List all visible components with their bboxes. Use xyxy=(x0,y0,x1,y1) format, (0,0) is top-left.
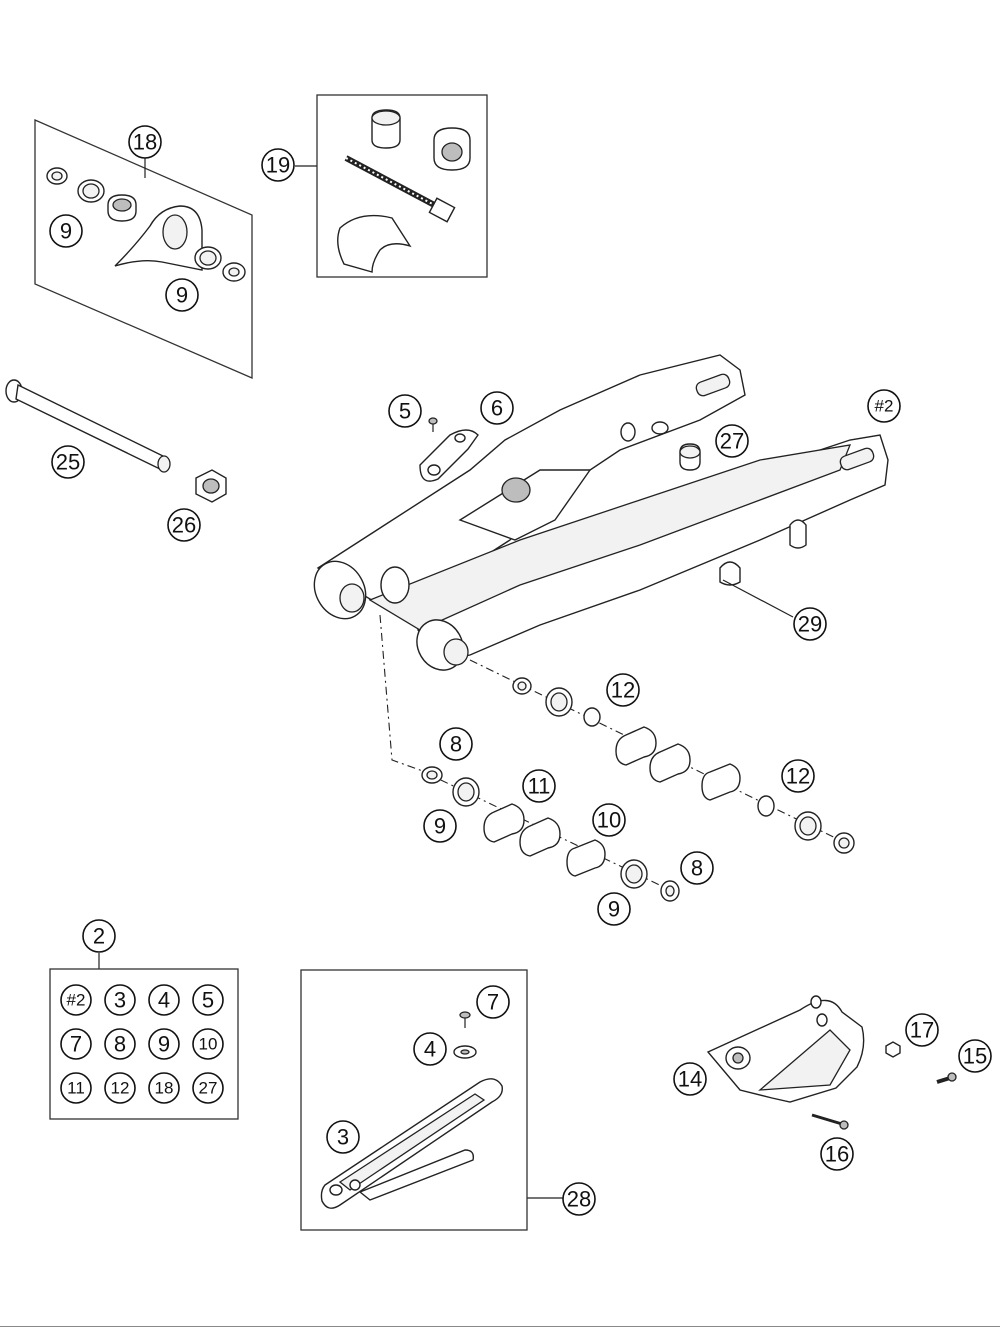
kit-2-item-11: 11 xyxy=(60,1072,92,1104)
callout-14: 14 xyxy=(673,1062,707,1096)
callout-9-kit18-lower: 9 xyxy=(165,278,199,312)
svg-text:3: 3 xyxy=(114,988,126,1013)
callout-11: 11 xyxy=(522,769,556,803)
kit-2-item-27: 27 xyxy=(192,1072,224,1104)
svg-text:10: 10 xyxy=(597,808,621,833)
kit-2-item-9: 9 xyxy=(148,1028,180,1060)
svg-text:18: 18 xyxy=(155,1079,174,1098)
svg-text:12: 12 xyxy=(111,1079,130,1098)
svg-text:8: 8 xyxy=(691,856,703,881)
svg-text:16: 16 xyxy=(825,1142,849,1167)
svg-text:17: 17 xyxy=(910,1018,934,1043)
kit-19-frame xyxy=(316,94,488,278)
svg-text:27: 27 xyxy=(720,429,744,454)
svg-text:14: 14 xyxy=(678,1067,702,1092)
left-bearing-stack xyxy=(421,766,680,902)
svg-text:26: 26 xyxy=(172,513,196,538)
svg-text:#2: #2 xyxy=(875,397,894,416)
svg-text:8: 8 xyxy=(114,1032,126,1057)
svg-text:15: 15 xyxy=(963,1044,987,1069)
callout-12-upper: 12 xyxy=(606,673,640,707)
svg-text:28: 28 xyxy=(567,1187,591,1212)
svg-text:10: 10 xyxy=(199,1035,218,1054)
kit-18-parts xyxy=(46,167,246,282)
callout-18: 18 xyxy=(128,125,162,159)
svg-text:9: 9 xyxy=(434,814,446,839)
callout-17: 17 xyxy=(905,1013,939,1047)
callout-8-upper: 8 xyxy=(439,727,473,761)
svg-text:11: 11 xyxy=(67,1079,85,1098)
kit-2-item-8: 8 xyxy=(104,1028,136,1060)
callout-29: 29 xyxy=(793,607,827,641)
callout-12-lower: 12 xyxy=(781,759,815,793)
kit-2-item-hash2: #2 xyxy=(60,984,92,1016)
kit-2-item-10: 10 xyxy=(192,1028,224,1060)
svg-text:11: 11 xyxy=(528,774,551,799)
svg-text:3: 3 xyxy=(337,1125,349,1150)
slider-screw-and-washer xyxy=(453,1011,477,1059)
svg-text:8: 8 xyxy=(450,732,462,757)
callout-9-left-upper: 9 xyxy=(423,809,457,843)
svg-text:9: 9 xyxy=(60,219,72,244)
svg-text:27: 27 xyxy=(199,1079,218,1098)
kit-19-parts xyxy=(337,109,471,273)
svg-text:4: 4 xyxy=(158,988,170,1013)
svg-text:5: 5 xyxy=(202,988,214,1013)
chain-guide-hardware xyxy=(811,1041,957,1130)
callout-16: 16 xyxy=(820,1137,854,1171)
kit-2-contents-grid: #2 3 4 5 7 8 9 10 11 12 18 27 xyxy=(60,984,224,1104)
callout-27-swingarm: 27 xyxy=(715,424,749,458)
callout-2: 2 xyxy=(82,919,116,953)
callout-4: 4 xyxy=(413,1032,447,1066)
svg-text:12: 12 xyxy=(611,678,635,703)
svg-text:4: 4 xyxy=(424,1037,436,1062)
bushing-27 xyxy=(679,443,701,471)
callout-3: 3 xyxy=(326,1120,360,1154)
swingarm-pivot-axle xyxy=(5,379,171,473)
kit-2-item-3: 3 xyxy=(104,984,136,1016)
svg-text:7: 7 xyxy=(487,990,499,1015)
callout-swingarm-2: #2 xyxy=(867,389,901,423)
svg-text:19: 19 xyxy=(266,153,290,178)
kit-2-item-4: 4 xyxy=(148,984,180,1016)
kit-18-frame xyxy=(34,119,253,379)
swingarm xyxy=(313,354,889,671)
svg-text:9: 9 xyxy=(608,897,620,922)
svg-text:18: 18 xyxy=(133,130,157,155)
svg-text:9: 9 xyxy=(176,283,188,308)
callout-8-lower: 8 xyxy=(680,851,714,885)
callout-28: 28 xyxy=(562,1182,596,1216)
chain-guide-clip xyxy=(419,417,479,482)
chain-slider xyxy=(320,1078,503,1209)
svg-text:9: 9 xyxy=(158,1032,170,1057)
callout-15: 15 xyxy=(958,1039,992,1073)
kit-28-frame xyxy=(300,969,528,1231)
callout-26: 26 xyxy=(167,508,201,542)
kit-2-item-18: 18 xyxy=(148,1072,180,1104)
callout-19: 19 xyxy=(261,148,295,182)
kit-2-item-12: 12 xyxy=(104,1072,136,1104)
svg-text:2: 2 xyxy=(93,924,105,949)
svg-text:#2: #2 xyxy=(67,991,86,1010)
svg-text:7: 7 xyxy=(70,1032,82,1057)
callout-7: 7 xyxy=(476,985,510,1019)
callout-9-kit18-upper: 9 xyxy=(49,214,83,248)
callout-6: 6 xyxy=(480,391,514,425)
callout-5: 5 xyxy=(388,394,422,428)
right-bearing-stack xyxy=(512,677,855,854)
chain-guide xyxy=(706,995,865,1103)
kit-2-item-7: 7 xyxy=(60,1028,92,1060)
svg-text:25: 25 xyxy=(56,450,80,475)
page-bottom-rule xyxy=(0,1326,1000,1327)
callout-25: 25 xyxy=(51,445,85,479)
callout-9-left-lower: 9 xyxy=(597,892,631,926)
svg-text:5: 5 xyxy=(399,399,411,424)
kit-2-item-5: 5 xyxy=(192,984,224,1016)
pivot-nut xyxy=(195,469,227,503)
callout-10: 10 xyxy=(592,803,626,837)
svg-text:12: 12 xyxy=(786,764,810,789)
svg-text:6: 6 xyxy=(491,396,503,421)
svg-text:29: 29 xyxy=(798,612,822,637)
